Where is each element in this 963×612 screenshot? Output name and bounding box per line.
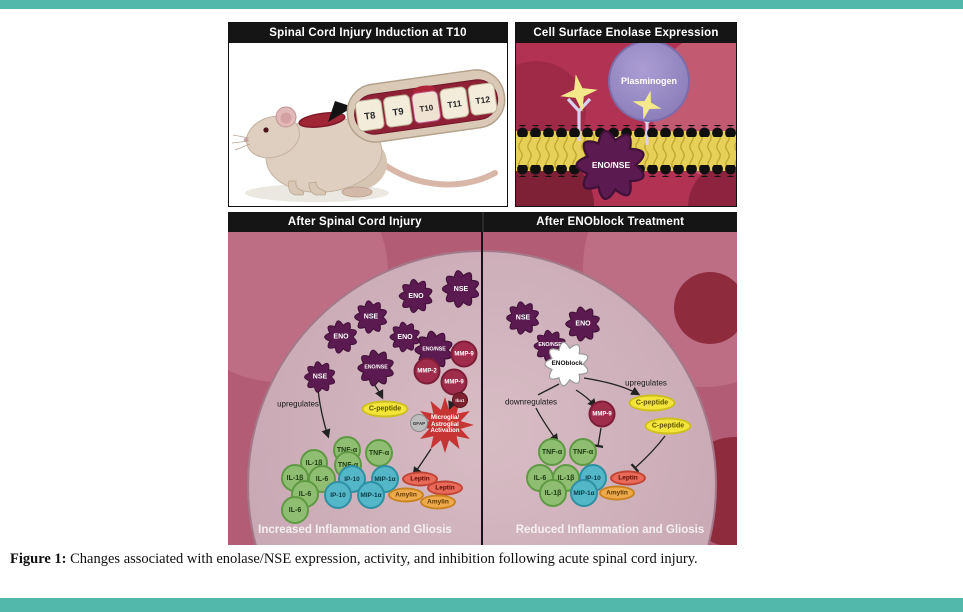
rat-body bbox=[231, 115, 387, 198]
panel-title-enolase: Cell Surface Enolase Expression bbox=[516, 23, 736, 43]
enoblock-splat: ENOblock bbox=[540, 339, 594, 389]
gfap-marker: GFAP bbox=[410, 414, 428, 432]
spinal-column-inset: T8 T9 T10 T11 T12 bbox=[346, 69, 506, 143]
eno-nse-splat: ENO/NSE bbox=[413, 329, 456, 372]
cytokine: IL-6 bbox=[308, 465, 336, 493]
membrane-outer-leaflet bbox=[516, 125, 736, 137]
mmp9-molecule: MMP-9 bbox=[588, 400, 616, 428]
chemokine: MIP-1α bbox=[357, 481, 385, 509]
amylin-molecule: Amylin bbox=[388, 487, 424, 503]
panel-divider bbox=[481, 232, 483, 545]
panel-title-induction: Spinal Cord Injury Induction at T10 bbox=[229, 23, 507, 43]
leptin-molecule: Leptin bbox=[402, 471, 438, 487]
chemokine: IP-10 bbox=[324, 481, 352, 509]
amylin-molecule: Amylin bbox=[420, 494, 456, 510]
injury-pointer-arrowhead bbox=[328, 101, 353, 122]
panel-title-enoblock: After ENOblock Treatment bbox=[483, 212, 737, 232]
eno-splat: ENO bbox=[397, 277, 435, 315]
iba1-marker: Iba1 bbox=[452, 392, 468, 408]
cytokine: TNF-α bbox=[569, 438, 597, 466]
eno-splat: ENO bbox=[388, 320, 422, 354]
rat-tail bbox=[376, 158, 498, 188]
vertebra-label-t10: T10 bbox=[419, 103, 434, 114]
cytokine: IL-1β bbox=[539, 479, 567, 507]
nse-splat: NSE bbox=[505, 300, 542, 337]
cytokine: TNF-α bbox=[365, 439, 393, 467]
enoblock-outcome-caption: Reduced Inflammation and Gliosis bbox=[515, 524, 705, 536]
mmp2-molecule: MMP-2 bbox=[413, 357, 441, 385]
cytokine: TNF-α bbox=[538, 438, 566, 466]
vertebra-label-t12: T12 bbox=[475, 94, 491, 106]
panel-title-injury: After Spinal Cord Injury bbox=[228, 212, 484, 232]
figure-caption-label: Figure 1: bbox=[10, 551, 67, 567]
cytokine: IL-6 bbox=[281, 496, 309, 524]
eno-nse-splat: ENO/NSE bbox=[532, 328, 568, 364]
nse-splat: NSE bbox=[353, 299, 390, 336]
rat-illustration-area: T8 T9 T10 T11 T12 bbox=[229, 43, 507, 206]
c-peptide-molecule: C-peptide bbox=[361, 400, 409, 418]
c-peptide-molecule: C-peptide bbox=[644, 417, 692, 435]
eno-splat: ENO bbox=[564, 305, 603, 344]
chemokine: MIP-1α bbox=[570, 479, 598, 507]
eno-splat: ENO bbox=[323, 319, 360, 356]
page-border-top bbox=[0, 0, 963, 9]
mmp9-molecule: MMP-9 bbox=[450, 340, 478, 368]
panel-sci-induction: Spinal Cord Injury Induction at T10 bbox=[228, 22, 508, 207]
amylin-molecule: Amylin bbox=[599, 485, 635, 501]
outcome-scene: ENO NSE NSE ENO ENO ENO/NSE NSE ENO/NSE … bbox=[228, 232, 737, 545]
rat-eye bbox=[263, 127, 269, 133]
downregulates-label: downregulates bbox=[504, 397, 558, 407]
panel-enolase-expression: Cell Surface Enolase Expression Plasmino… bbox=[515, 22, 737, 207]
rat-inner-ear bbox=[280, 112, 292, 124]
page-border-bottom bbox=[0, 598, 963, 612]
upregulates-label: upregulates bbox=[625, 378, 667, 388]
c-peptide-molecule: C-peptide bbox=[628, 394, 676, 412]
panel-outcomes: After Spinal Cord Injury After ENOblock … bbox=[228, 212, 737, 545]
figure-caption-text: Changes associated with enolase/NSE expr… bbox=[66, 551, 698, 567]
vertebra-label-t11: T11 bbox=[447, 98, 463, 110]
nse-splat: NSE bbox=[303, 360, 338, 395]
eno-nse-label: ENO/NSE bbox=[591, 159, 631, 170]
eno-nse-splat: ENO/NSE bbox=[567, 126, 655, 204]
outcome-titles: After Spinal Cord Injury After ENOblock … bbox=[228, 212, 737, 232]
mmp9-molecule: MMP-9 bbox=[440, 368, 468, 396]
leptin-molecule: Leptin bbox=[427, 480, 463, 496]
leptin-molecule: Leptin bbox=[610, 470, 646, 486]
injury-outcome-caption: Increased Inflammation and Gliosis bbox=[258, 524, 452, 536]
enolase-scene: Plasminogen ENO/NSE bbox=[516, 43, 736, 206]
eno-nse-splat: ENO/NSE bbox=[356, 348, 397, 389]
plasminogen-label: Plasminogen bbox=[620, 76, 677, 86]
rat-and-spine-drawing: T8 T9 T10 T11 T12 bbox=[231, 69, 506, 202]
vertebra-label-t9: T9 bbox=[392, 106, 405, 118]
plasminogen-molecule: Plasminogen bbox=[608, 43, 690, 122]
background-blob bbox=[674, 272, 737, 344]
vertebra-label-t8: T8 bbox=[364, 110, 377, 122]
upregulates-label: upregulates bbox=[277, 399, 319, 409]
nse-splat: NSE bbox=[440, 268, 482, 310]
figure-caption: Figure 1: Changes associated with enolas… bbox=[10, 551, 955, 568]
